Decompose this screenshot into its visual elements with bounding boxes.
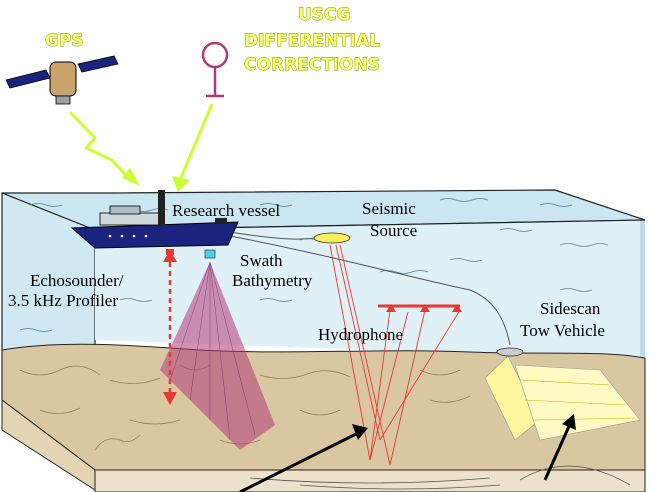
antenna-ring xyxy=(203,43,227,67)
uscg-label-line3: CORRECTIONS xyxy=(244,55,380,75)
uscg-label-line2: DIFFERENTIAL xyxy=(244,31,380,51)
swath-label-line2: Bathymetry xyxy=(232,271,313,290)
satellite-body xyxy=(50,62,76,96)
hydrophone-label: Hydrophone xyxy=(318,325,403,344)
gps-signal-line xyxy=(70,112,130,180)
uscg-signal-line xyxy=(180,104,212,180)
vessel-mast xyxy=(158,190,165,225)
signal-lines xyxy=(70,104,212,192)
seismic-label-line1: Seismic xyxy=(362,199,416,218)
swath-transducer xyxy=(205,250,215,258)
vessel-superstructure xyxy=(100,213,160,225)
tow-vehicle xyxy=(497,348,523,356)
swath-label-line1: Swath xyxy=(240,251,283,270)
satellite-panel-right xyxy=(78,56,118,72)
echosounder-label-line2: 3.5 kHz Profiler xyxy=(8,291,118,310)
seismic-label-line2: Source xyxy=(370,221,417,240)
echosounder-transducer xyxy=(166,249,174,255)
satellite-panel-left xyxy=(6,70,50,88)
research-vessel-label: Research vessel xyxy=(172,201,280,220)
uscg-label-line1: USCG xyxy=(298,5,350,25)
uscg-antenna xyxy=(203,43,227,96)
echosounder-label-line1: Echosounder/ xyxy=(30,271,124,290)
sidescan-label-line2: Tow Vehicle xyxy=(520,321,605,340)
sidescan-label-line1: Sidescan xyxy=(540,299,601,318)
gps-satellite xyxy=(6,56,118,104)
seismic-source-float xyxy=(314,233,350,243)
gps-label: GPS xyxy=(45,31,84,51)
